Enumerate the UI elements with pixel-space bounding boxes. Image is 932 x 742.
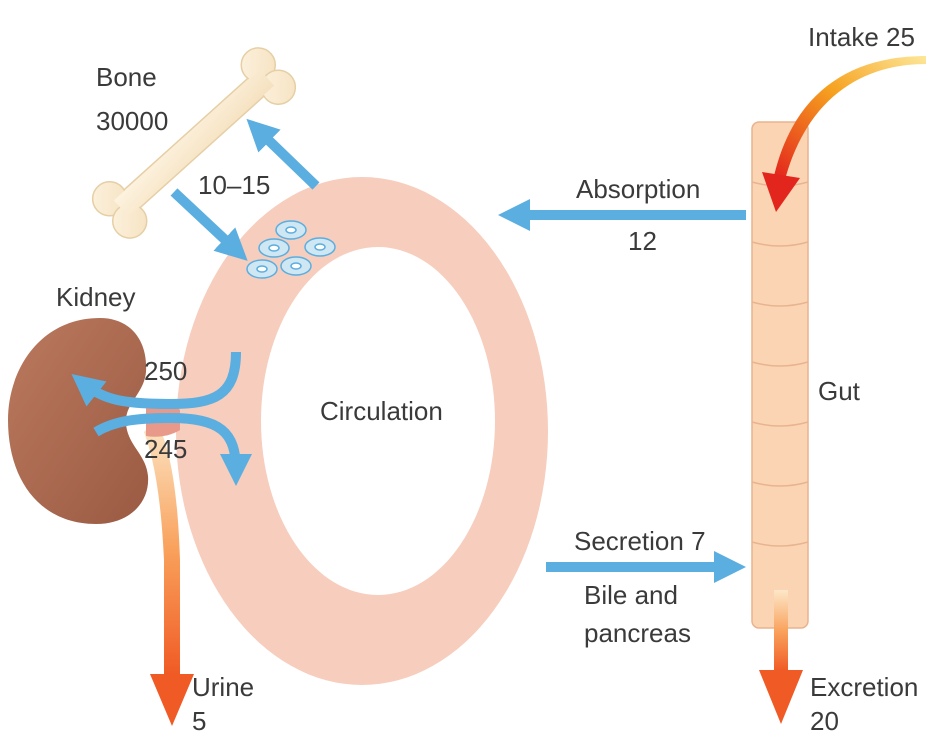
bone-label: Bone xyxy=(96,62,157,92)
excretion-label: Excretion xyxy=(810,672,918,702)
bone-amount: 30000 xyxy=(96,106,168,136)
circulation-label: Circulation xyxy=(320,396,443,426)
bone-exchange-label: 10–15 xyxy=(198,170,270,200)
kidney-label: Kidney xyxy=(56,282,136,312)
secretion-label: Secretion 7 xyxy=(574,526,706,556)
circulation-ring xyxy=(176,177,548,685)
intake-label: Intake 25 xyxy=(808,22,915,52)
urine-label: Urine xyxy=(192,672,254,702)
gut-label: Gut xyxy=(818,376,860,406)
absorption-label: Absorption xyxy=(576,174,700,204)
reabsorbed-amount: 245 xyxy=(144,434,187,464)
bone-uptake-arrow xyxy=(174,192,236,250)
secretion-source-line2: pancreas xyxy=(584,618,691,648)
urine-amount: 5 xyxy=(192,706,206,736)
excretion-amount: 20 xyxy=(810,706,839,736)
filtered-amount: 250 xyxy=(144,356,187,386)
absorption-amount: 12 xyxy=(628,226,657,256)
urine-arrow xyxy=(150,674,194,726)
secretion-source-line1: Bile and xyxy=(584,580,678,610)
